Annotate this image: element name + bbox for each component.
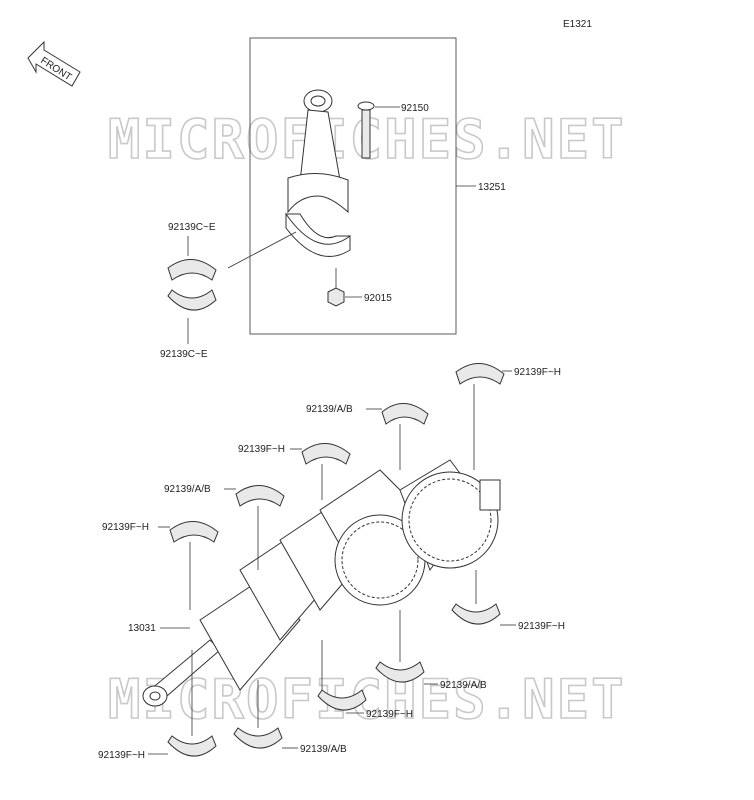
callout-nut: 92015 (364, 293, 392, 304)
conrod-assembly-frame (249, 37, 476, 335)
callout-main-bearing-2: 92139/A/B (306, 404, 353, 415)
main-bearing-upper-1 (455, 363, 505, 385)
callout-main-bearing-4: 92139/A/B (164, 484, 211, 495)
callout-main-bearing-7: 92139/A/B (440, 680, 487, 691)
callout-conrod-bearing-bottom: 92139C~E (160, 349, 208, 360)
conrod-bearing-upper (167, 259, 217, 281)
callout-conrod-bearing-top: 92139C~E (168, 222, 216, 233)
main-bearing-upper-4 (235, 485, 285, 507)
callout-main-bearing-8: 92139F~H (366, 709, 413, 720)
callout-bolt: 92150 (401, 103, 429, 114)
conrod-nut (327, 268, 362, 307)
callout-main-bearing-5: 92139F~H (102, 522, 149, 533)
conrod-cap (285, 212, 351, 257)
conrod-bearing-lower (167, 289, 217, 311)
page-code: E1321 (563, 19, 592, 30)
main-bearing-lower-7 (375, 661, 425, 683)
callout-main-bearing-3: 92139F~H (238, 444, 285, 455)
main-bearing-lower-10 (233, 727, 283, 749)
main-bearing-upper-2 (381, 403, 429, 425)
connecting-rod (287, 89, 349, 214)
callout-main-bearing-10: 92139/A/B (300, 744, 347, 755)
callout-conrod-assy: 13251 (478, 182, 506, 193)
callout-crankshaft: 13031 (128, 623, 156, 634)
main-bearing-upper-3 (301, 443, 351, 465)
main-bearing-lower-9 (167, 735, 217, 757)
main-bearing-lower-6 (451, 603, 501, 625)
main-bearing-lower-8 (317, 689, 367, 711)
callout-main-bearing-9: 92139F~H (98, 750, 145, 761)
main-bearing-upper-5 (169, 521, 219, 543)
callout-main-bearing-6: 92139F~H (518, 621, 565, 632)
front-arrow-icon: FRONT (27, 40, 81, 87)
callout-main-bearing-1: 92139F~H (514, 367, 561, 378)
crankshaft (142, 459, 501, 707)
conrod-bolt (357, 101, 400, 159)
